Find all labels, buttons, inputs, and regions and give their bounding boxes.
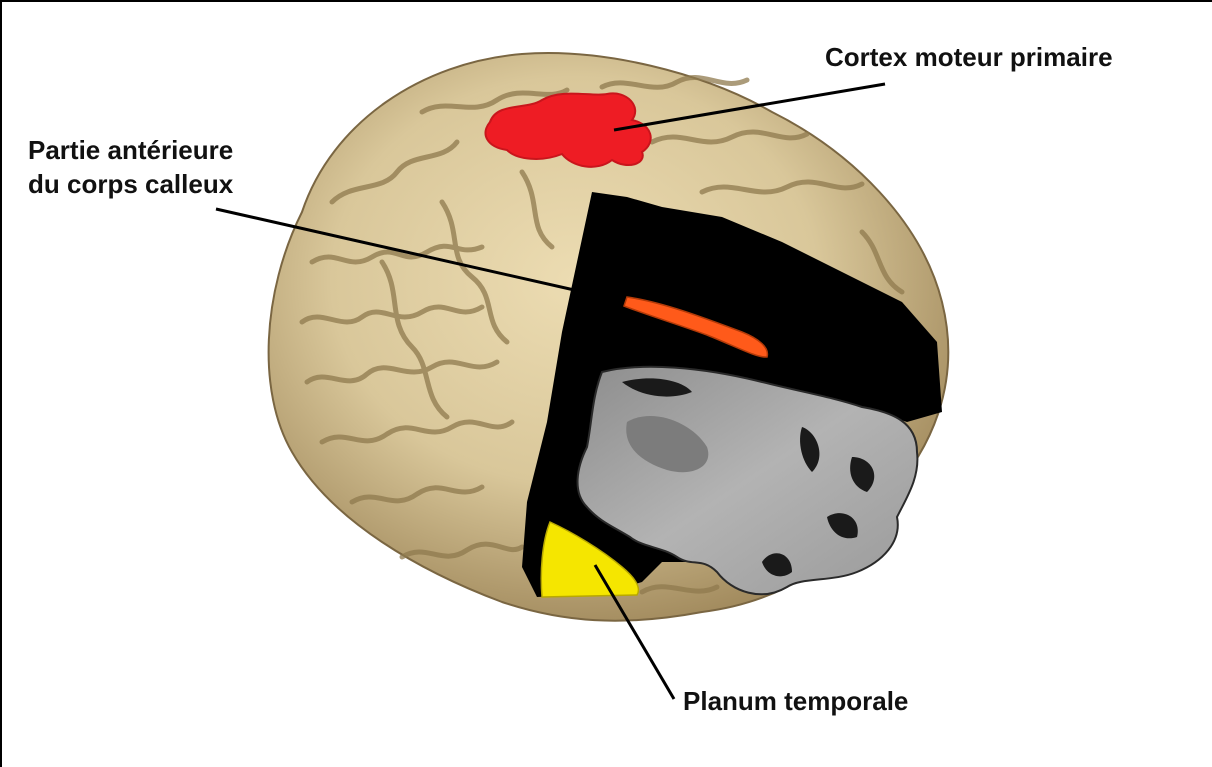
label-planum-temporale-text: Planum temporale (683, 684, 908, 718)
label-corps-calleux-line1: Partie antérieure (28, 133, 233, 167)
label-corps-calleux: Partie antérieure du corps calleux (28, 133, 233, 201)
label-cortex-moteur-text: Cortex moteur primaire (825, 40, 1113, 74)
label-planum-temporale: Planum temporale (683, 684, 908, 718)
label-cortex-moteur: Cortex moteur primaire (825, 40, 1113, 74)
label-corps-calleux-line2: du corps calleux (28, 167, 233, 201)
